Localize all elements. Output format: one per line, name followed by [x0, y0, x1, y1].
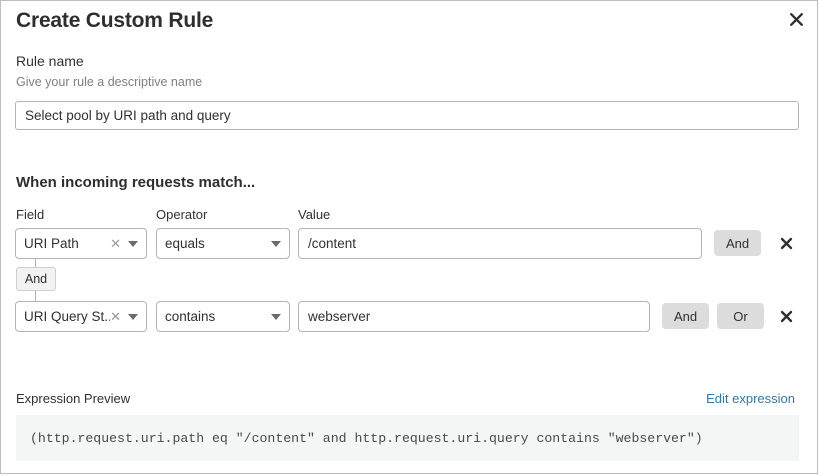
column-header-value: Value	[298, 207, 331, 222]
dialog-title: Create Custom Rule	[16, 9, 214, 32]
clear-x-icon[interactable]: ✕	[110, 236, 121, 251]
condition-row: URI Path ✕ equals And	[1, 228, 817, 260]
operator-select-1-label: equals	[165, 236, 205, 251]
rule-name-hint: Give your rule a descriptive name	[16, 75, 203, 89]
chevron-down-icon[interactable]	[271, 313, 281, 320]
operator-select-1[interactable]: equals	[156, 228, 290, 259]
connector-and-badge[interactable]: And	[16, 267, 56, 291]
close-icon[interactable]	[783, 6, 809, 32]
and-button-1[interactable]: And	[714, 230, 761, 256]
chevron-down-icon[interactable]	[271, 240, 281, 247]
operator-select-2-label: contains	[165, 309, 216, 324]
and-button-2[interactable]: And	[662, 303, 709, 329]
delete-x-icon[interactable]	[775, 304, 797, 328]
column-header-field: Field	[16, 207, 45, 222]
row-connector: And	[15, 259, 135, 301]
chevron-down-icon[interactable]	[128, 240, 138, 247]
value-input-1[interactable]	[298, 228, 702, 259]
edit-expression-link[interactable]: Edit expression	[706, 391, 795, 406]
or-button-2[interactable]: Or	[717, 303, 764, 329]
field-select-2[interactable]: URI Query St... ✕	[15, 301, 147, 332]
field-select-1-label: URI Path	[24, 236, 79, 251]
column-header-operator: Operator	[156, 207, 208, 222]
condition-row: URI Query St... ✕ contains And Or	[1, 301, 817, 333]
expression-preview-label: Expression Preview	[16, 391, 131, 406]
rule-name-label: Rule name	[16, 53, 84, 69]
expression-preview-box: (http.request.uri.path eq "/content" and…	[16, 415, 799, 461]
value-input-2[interactable]	[298, 301, 650, 332]
rule-name-input[interactable]	[15, 101, 799, 130]
field-select-1[interactable]: URI Path ✕	[15, 228, 147, 259]
delete-x-icon[interactable]	[775, 231, 797, 255]
expression-preview-text: (http.request.uri.path eq "/content" and…	[30, 430, 703, 446]
match-section-heading: When incoming requests match...	[16, 174, 256, 191]
operator-select-2[interactable]: contains	[156, 301, 290, 332]
field-select-2-label: URI Query St...	[24, 309, 111, 324]
clear-x-icon[interactable]: ✕	[110, 309, 121, 324]
chevron-down-icon[interactable]	[128, 313, 138, 320]
